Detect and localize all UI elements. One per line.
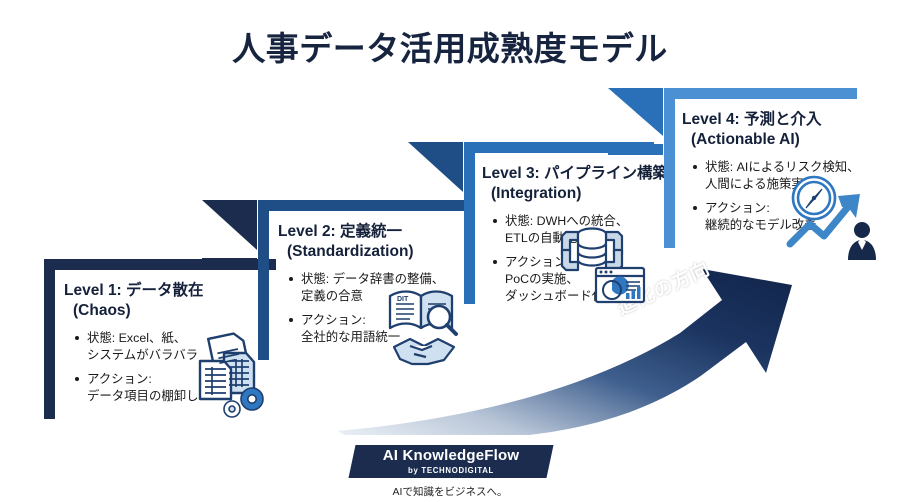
list-item: 状態: DWHへの統合、 ETLの自動化 — [492, 213, 687, 247]
list-item: アクション: PoCの実施、 ダッシュボード化 — [492, 254, 687, 305]
level-4-bullets: 状態: AIによるリスク検知、 人間による施策実行 アクション: 継続的なモデル… — [682, 159, 887, 234]
level-2-card: Level 2: 定義統一 (Standardization) 状態: データ辞… — [278, 222, 486, 353]
step-riser-2-triangle — [408, 142, 463, 192]
level-2-title: Level 2: 定義統一 — [278, 223, 403, 240]
logo-badge[interactable]: AI KnowledgeFlow by TECHNODIGITAL — [352, 445, 550, 478]
level-3-step[interactable]: Level 3: パイプライン構築 (Integration) 状態: DWHへ… — [464, 142, 668, 304]
level-2-subtitle: (Standardization) — [287, 242, 414, 260]
level-2-step[interactable]: Level 2: 定義統一 (Standardization) 状態: データ辞… — [258, 200, 473, 366]
list-item: 状態: AIによるリスク検知、 人間による施策実行 — [692, 159, 887, 193]
level-1-card: Level 1: データ散在 (Chaos) 状態: Excel、紙、 システム… — [64, 281, 276, 412]
level-4-top-bar — [664, 88, 857, 99]
evolution-arrow — [330, 245, 800, 440]
level-1-subtitle: (Chaos) — [73, 301, 131, 319]
arrow-shape — [338, 269, 792, 440]
level-3-bullets: 状態: DWHへの統合、 ETLの自動化 アクション: PoCの実施、 ダッシュ… — [482, 213, 687, 306]
step-riser-3-bar — [608, 144, 663, 155]
level-1-left-bar — [44, 259, 55, 419]
footer-tagline: AIで知識をビジネスへ。 — [392, 486, 508, 498]
logo-title: AI KnowledgeFlow — [382, 447, 520, 464]
page-title: 人事データ活用成熟度モデル — [232, 30, 668, 67]
level-4-title: Level 4: 予測と介入 — [682, 111, 822, 128]
list-item: 状態: Excel、紙、 システムがバラバラ — [74, 330, 276, 364]
database-pipes-dashboard-icon — [556, 214, 648, 311]
list-item: 状態: データ辞書の整備、 定義の合意 — [288, 271, 486, 305]
list-item: アクション: 継続的なモデル改善 — [692, 200, 887, 234]
list-item: アクション: 全社的な用語統一 — [288, 312, 486, 346]
level-4-card: Level 4: 予測と介入 (Actionable AI) 状態: AIによる… — [682, 110, 887, 241]
level-4-subtitle: (Actionable AI) — [691, 130, 800, 148]
step-riser-3-triangle — [608, 88, 663, 136]
level-4-left-bar — [664, 88, 675, 248]
level-2-top-bar — [258, 200, 473, 211]
evolution-arrow-svg — [338, 269, 792, 440]
compass-trend-person-icon — [784, 174, 880, 267]
level-1-top-bar — [44, 259, 276, 270]
list-item: アクション: データ項目の棚卸し — [74, 371, 276, 405]
level-3-title: Level 3: パイプライン構築 — [482, 165, 669, 182]
level-3-left-bar — [464, 142, 475, 304]
level-2-bullets: 状態: データ辞書の整備、 定義の合意 アクション: 全社的な用語統一 — [278, 271, 486, 346]
level-1-bullets: 状態: Excel、紙、 システムがバラバラ アクション: データ項目の棚卸し — [64, 330, 276, 405]
step-riser-2-bar — [408, 200, 463, 211]
documents-gears-icon — [184, 327, 276, 424]
book-magnifier-handshake-icon: DIT — [384, 284, 474, 375]
level-1-title: Level 1: データ散在 — [64, 282, 204, 299]
logo-subtitle: by TECHNODIGITAL — [408, 466, 494, 475]
level-1-step[interactable]: Level 1: データ散在 (Chaos) 状態: Excel、紙、 システム… — [44, 259, 276, 419]
step-riser-1-triangle — [202, 200, 257, 250]
svg-text:DIT: DIT — [397, 296, 409, 303]
level-3-top-bar — [464, 142, 654, 153]
level-3-subtitle: (Integration) — [491, 184, 582, 202]
step-riser-1-bar — [202, 258, 257, 269]
level-4-step[interactable]: Level 4: 予測と介入 (Actionable AI) 状態: AIによる… — [664, 88, 876, 260]
level-3-card: Level 3: パイプライン構築 (Integration) 状態: DWHへ… — [482, 164, 687, 312]
level-2-left-bar — [258, 200, 269, 360]
